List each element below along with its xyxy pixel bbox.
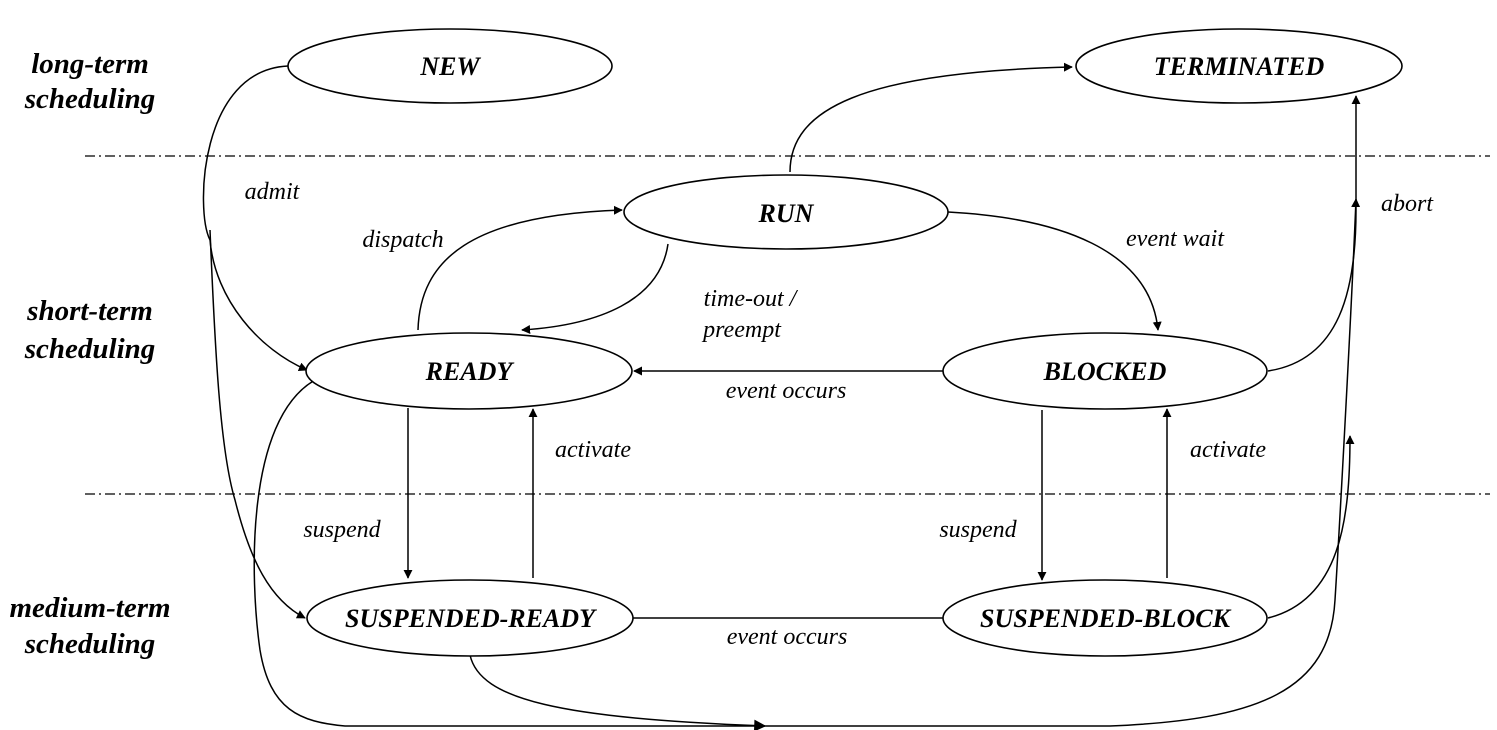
state-blocked-label: BLOCKED	[1043, 357, 1167, 386]
state-ready	[305, 332, 633, 410]
edge-label-suspend-ready: suspend	[303, 517, 381, 543]
state-blocked	[942, 332, 1268, 410]
edge-label-suspend-blocked: suspend	[939, 517, 1017, 543]
edge-label-event-occurs-suspended: event occurs	[727, 624, 848, 650]
state-run-label: RUN	[758, 199, 815, 228]
edge-label-timeout-line2: preempt	[701, 317, 782, 343]
edge-dispatch	[417, 205, 623, 331]
edge-label-admit: admit	[245, 179, 301, 205]
edge-abort-suspended-ready	[469, 654, 767, 730]
level-label-long-term-line1: long-term	[31, 48, 149, 80]
state-new-label: NEW	[419, 52, 481, 81]
edge-label-timeout-line1: time-out /	[704, 286, 799, 312]
edge-abort-ready	[253, 379, 760, 727]
edge-label-abort: abort	[1381, 191, 1434, 217]
edge-label-event-occurs: event occurs	[726, 378, 847, 404]
state-terminated	[1075, 28, 1403, 104]
edge-label-dispatch: dispatch	[362, 227, 443, 253]
level-label-medium-term-line2: scheduling	[24, 628, 156, 660]
state-suspended-block-label: SUSPENDED-BLOCK	[980, 604, 1232, 633]
edge-run-terminated	[789, 62, 1073, 173]
level-label-medium-term-line1: medium-term	[9, 592, 170, 624]
edge-abort-suspended-block	[1267, 435, 1355, 619]
edge-abort-blocked	[1267, 95, 1361, 372]
edge-timeout	[521, 243, 669, 334]
state-ready-label: READY	[425, 357, 515, 386]
edge-admit	[202, 65, 308, 371]
level-label-short-term-line1: short-term	[26, 295, 153, 327]
edge-label-activate-ready: activate	[555, 437, 631, 463]
state-suspended-ready	[306, 579, 634, 657]
edge-admit-suspended	[209, 229, 306, 619]
level-label-long-term-line2: scheduling	[24, 83, 156, 115]
edge-event-wait	[947, 211, 1162, 331]
edge-abort-bottom-lane	[760, 198, 1361, 727]
level-label-short-term-line2: scheduling	[24, 333, 156, 365]
edge-label-event-wait: event wait	[1126, 226, 1225, 252]
state-suspended-ready-label: SUSPENDED-READY	[345, 604, 597, 633]
edge-label-activate-blocked: activate	[1190, 437, 1266, 463]
state-suspended-block	[942, 579, 1268, 657]
state-new	[287, 28, 613, 104]
state-run	[623, 174, 949, 250]
state-terminated-label: TERMINATED	[1154, 52, 1325, 81]
